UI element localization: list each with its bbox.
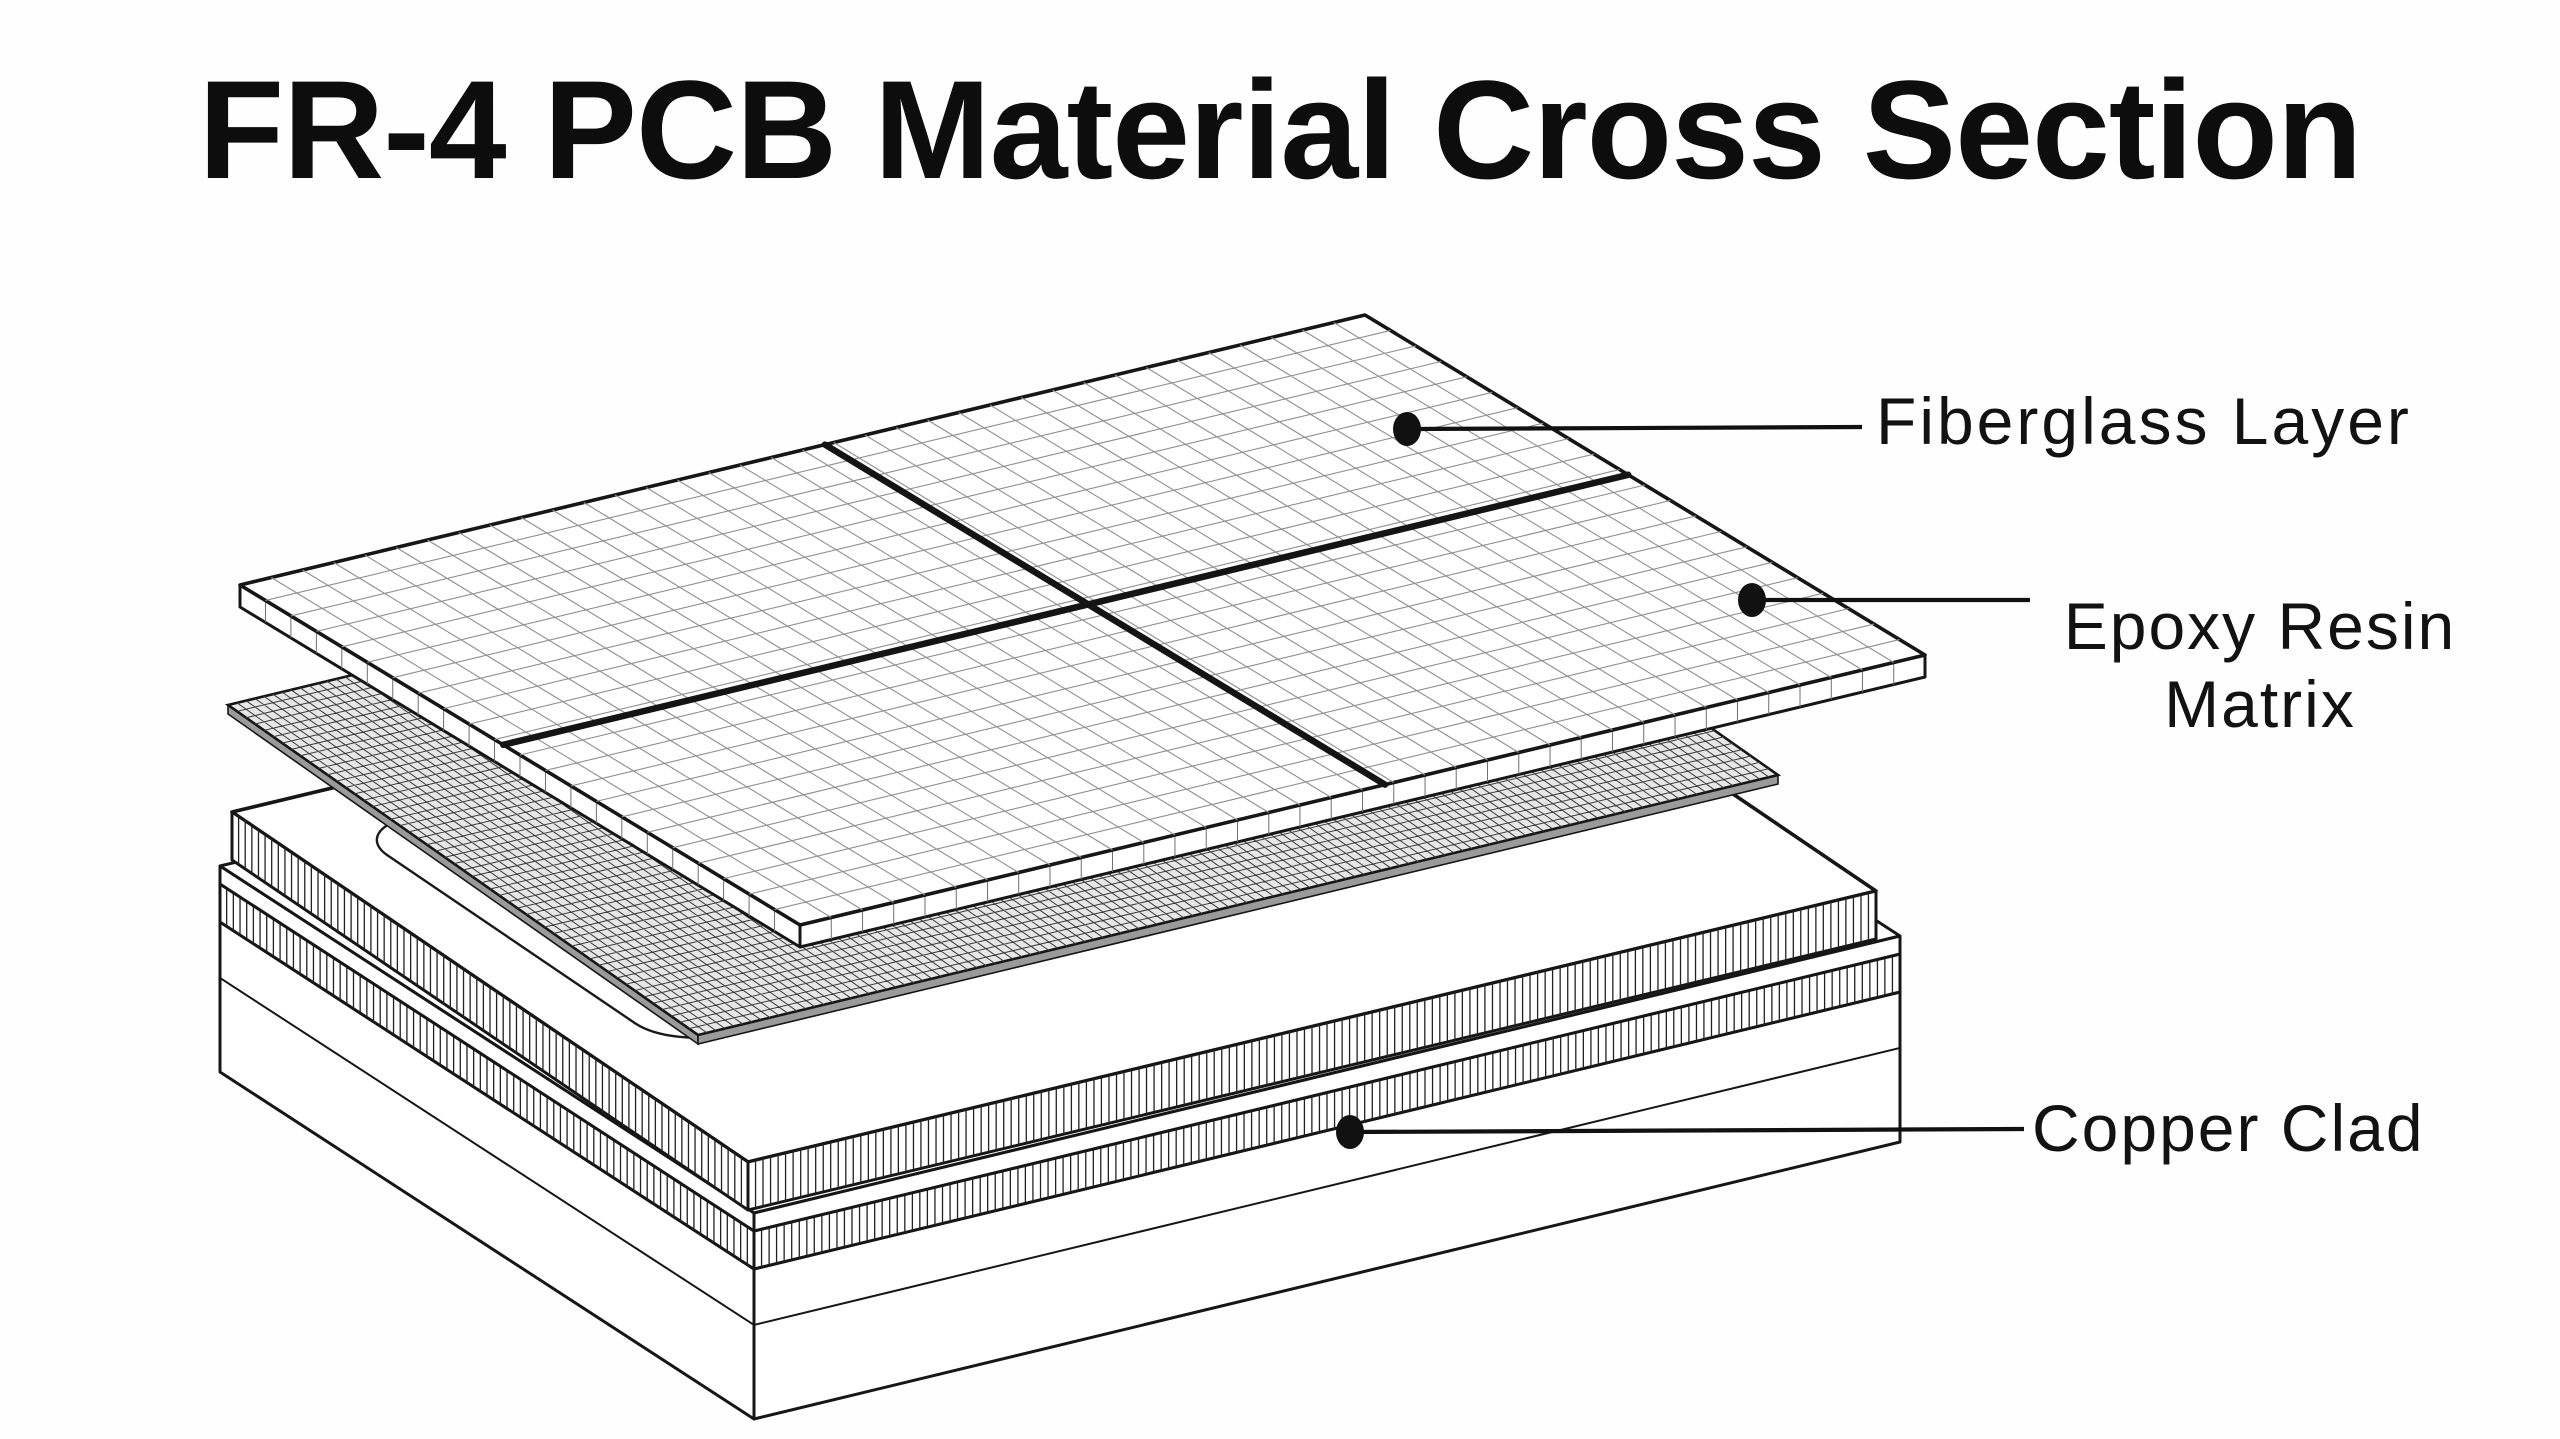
callout-leaders xyxy=(1336,412,2030,1149)
base-lamination-line xyxy=(220,978,754,1325)
label-text-line1: Epoxy Resin xyxy=(2063,589,2457,663)
quadrant-divider-vertical xyxy=(825,445,1385,785)
label-copper-clad: Copper Clad xyxy=(2032,1095,2425,1161)
quadrant-divider-horizontal xyxy=(503,475,1628,745)
label-epoxy-resin-matrix: Epoxy Resin Matrix xyxy=(2035,587,2485,743)
leader-dot-icon xyxy=(1336,1115,1364,1149)
base-lamination-line xyxy=(754,1048,1900,1325)
label-fiberglass-layer: Fiberglass Layer xyxy=(1876,388,2412,454)
copper-hatch-texture xyxy=(227,888,748,1264)
fiberglass-grid-texture xyxy=(240,315,1925,925)
substrate-front-right-face xyxy=(754,936,1900,1231)
slab-edge-ticks xyxy=(831,663,1893,940)
leader-dot-icon xyxy=(1393,412,1421,446)
copper-leader-line xyxy=(1349,1126,2025,1135)
page-title: FR-4 PCB Material Cross Section xyxy=(198,51,2363,208)
copper-hatch-texture xyxy=(756,893,1869,1208)
leader-dot-icon xyxy=(1738,583,1766,617)
copper-hatch-texture xyxy=(762,956,1893,1267)
fiberglass-slab xyxy=(240,315,1925,947)
label-text-line2: Matrix xyxy=(2164,667,2356,741)
label-text: Copper Clad xyxy=(2032,1091,2425,1165)
fiberglass-leader-line xyxy=(1406,424,1863,432)
copper-hatch-texture xyxy=(239,816,742,1205)
label-text: Fiberglass Layer xyxy=(1876,384,2412,458)
slab-edge-ticks xyxy=(265,600,774,931)
